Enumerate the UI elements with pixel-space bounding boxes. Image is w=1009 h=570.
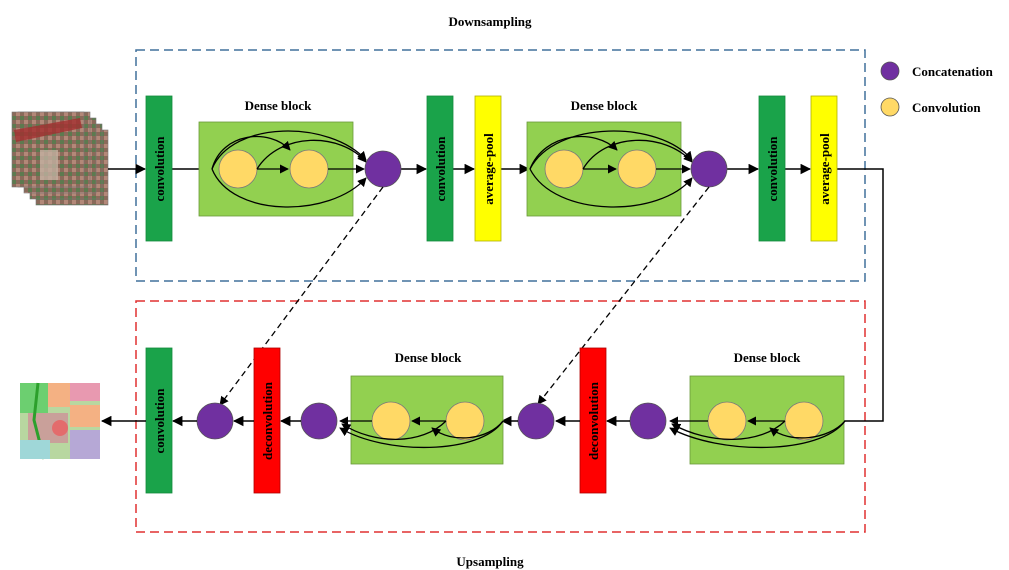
legend-convolution-label: Convolution bbox=[912, 100, 981, 115]
output-map bbox=[20, 382, 100, 460]
down-average-pool-3 bbox=[810, 95, 838, 242]
downsampling-title: Downsampling bbox=[448, 14, 532, 29]
down-convolution-2-label: convolution bbox=[433, 136, 448, 202]
legend-concatenation-label: Concatenation bbox=[912, 64, 994, 79]
up-concat-3 bbox=[300, 402, 338, 440]
down-concat-2 bbox=[690, 150, 728, 188]
down-dense1-conv-node-1 bbox=[218, 149, 258, 189]
down-dense2-conv-node-1 bbox=[544, 149, 584, 189]
skip-connection-2 bbox=[537, 186, 710, 405]
down-convolution-1-label: convolution bbox=[152, 136, 167, 202]
up-convolution-label: convolution bbox=[152, 388, 167, 454]
up-dense1-conv-node-1 bbox=[784, 401, 824, 441]
up-dense-block-2-title: Dense block bbox=[395, 350, 463, 365]
up-dense-block-1-title: Dense block bbox=[734, 350, 802, 365]
up-dense2-conv-node-1 bbox=[445, 401, 485, 441]
up-dense1-conv-node-2 bbox=[707, 401, 747, 441]
down-convolution-2 bbox=[426, 95, 454, 242]
up-dense2-conv-node-2 bbox=[371, 401, 411, 441]
up-concat-4 bbox=[196, 402, 234, 440]
down-convolution-1 bbox=[145, 95, 173, 242]
down-concat-1 bbox=[364, 150, 402, 188]
legend-concatenation-icon bbox=[880, 61, 900, 81]
down-dense-block-2-title: Dense block bbox=[571, 98, 639, 113]
up-deconvolution-2-label: deconvolution bbox=[260, 381, 275, 460]
input-image-stack bbox=[11, 111, 109, 206]
upsampling-title: Upsampling bbox=[456, 554, 524, 569]
down-average-pool-2 bbox=[474, 95, 502, 242]
down-dense-block-1-title: Dense block bbox=[245, 98, 313, 113]
down-dense2-conv-node-2 bbox=[617, 149, 657, 189]
upsampling-frame bbox=[135, 300, 866, 533]
up-concat-1 bbox=[629, 402, 667, 440]
downsampling-frame bbox=[135, 49, 866, 282]
up-deconvolution-1 bbox=[579, 347, 607, 494]
legend-convolution-icon bbox=[880, 97, 900, 117]
down-convolution-3-label: convolution bbox=[765, 136, 780, 202]
down-dense1-conv-node-2 bbox=[289, 149, 329, 189]
up-concat-2 bbox=[517, 402, 555, 440]
up-deconvolution-1-label: deconvolution bbox=[586, 381, 601, 460]
skip-connection-1 bbox=[219, 186, 384, 406]
down-average-pool-3-label: average-pool bbox=[817, 133, 832, 205]
down-average-pool-2-label: average-pool bbox=[481, 133, 496, 205]
down-convolution-3 bbox=[758, 95, 786, 242]
